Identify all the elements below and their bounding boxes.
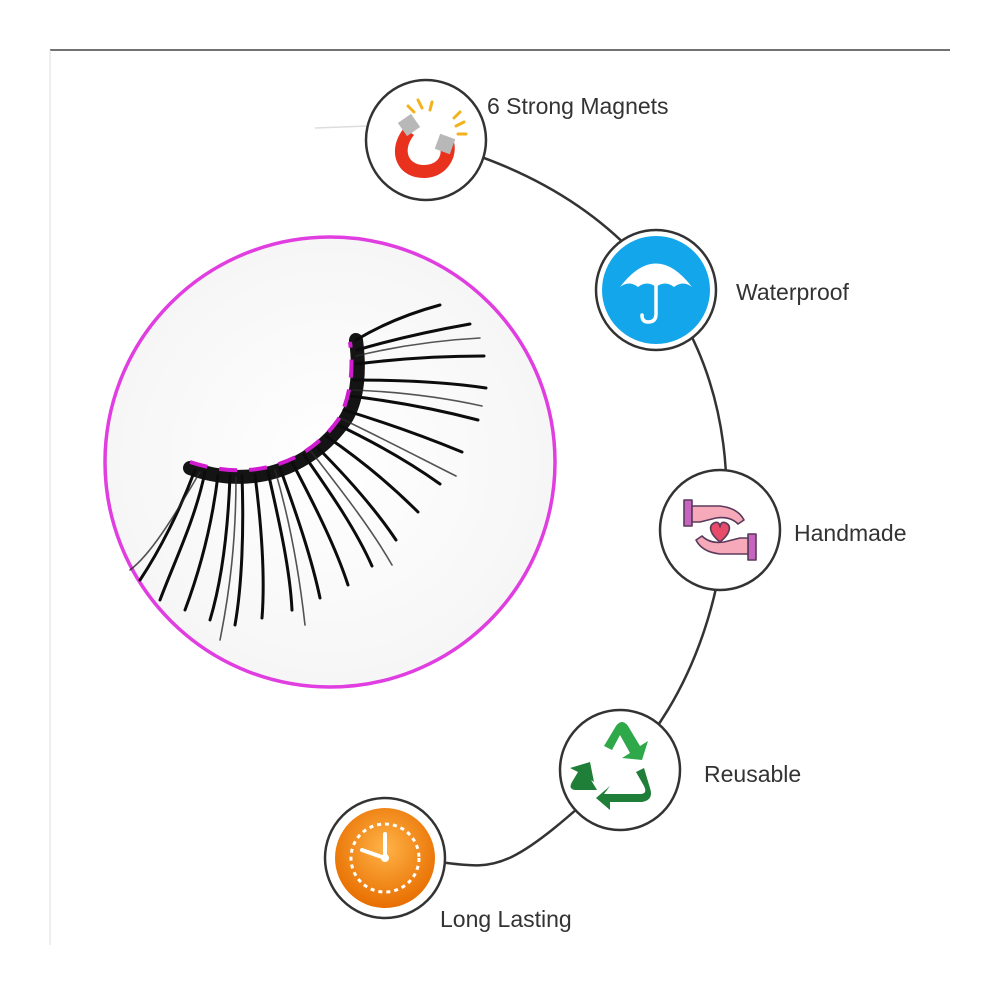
- clock-icon: [335, 808, 435, 908]
- hands-heart-icon: [683, 499, 757, 561]
- feature-label-handmade: Handmade: [794, 520, 907, 546]
- feature-long-lasting: [323, 796, 447, 920]
- feature-reusable: [558, 708, 682, 832]
- feature-label-reusable: Reusable: [704, 761, 802, 787]
- feature-circle: [558, 708, 682, 832]
- feature-label-long-lasting: Long Lasting: [440, 906, 572, 932]
- faint-stroke: [314, 125, 369, 129]
- product-circle: [103, 235, 557, 689]
- recycle-icon: [570, 722, 651, 810]
- umbrella-icon: [620, 263, 692, 324]
- feature-label-waterproof: Waterproof: [736, 279, 849, 305]
- feature-circle: [364, 78, 488, 202]
- magnet-icon: [394, 98, 468, 178]
- feature-label-magnets: 6 Strong Magnets: [487, 93, 669, 119]
- feature-waterproof: [594, 228, 718, 352]
- feature-handmade: [658, 468, 782, 592]
- magnet-dashes: [189, 341, 354, 473]
- magnetic-eyelash-icon: [129, 303, 488, 641]
- feature-magnets: [364, 78, 488, 202]
